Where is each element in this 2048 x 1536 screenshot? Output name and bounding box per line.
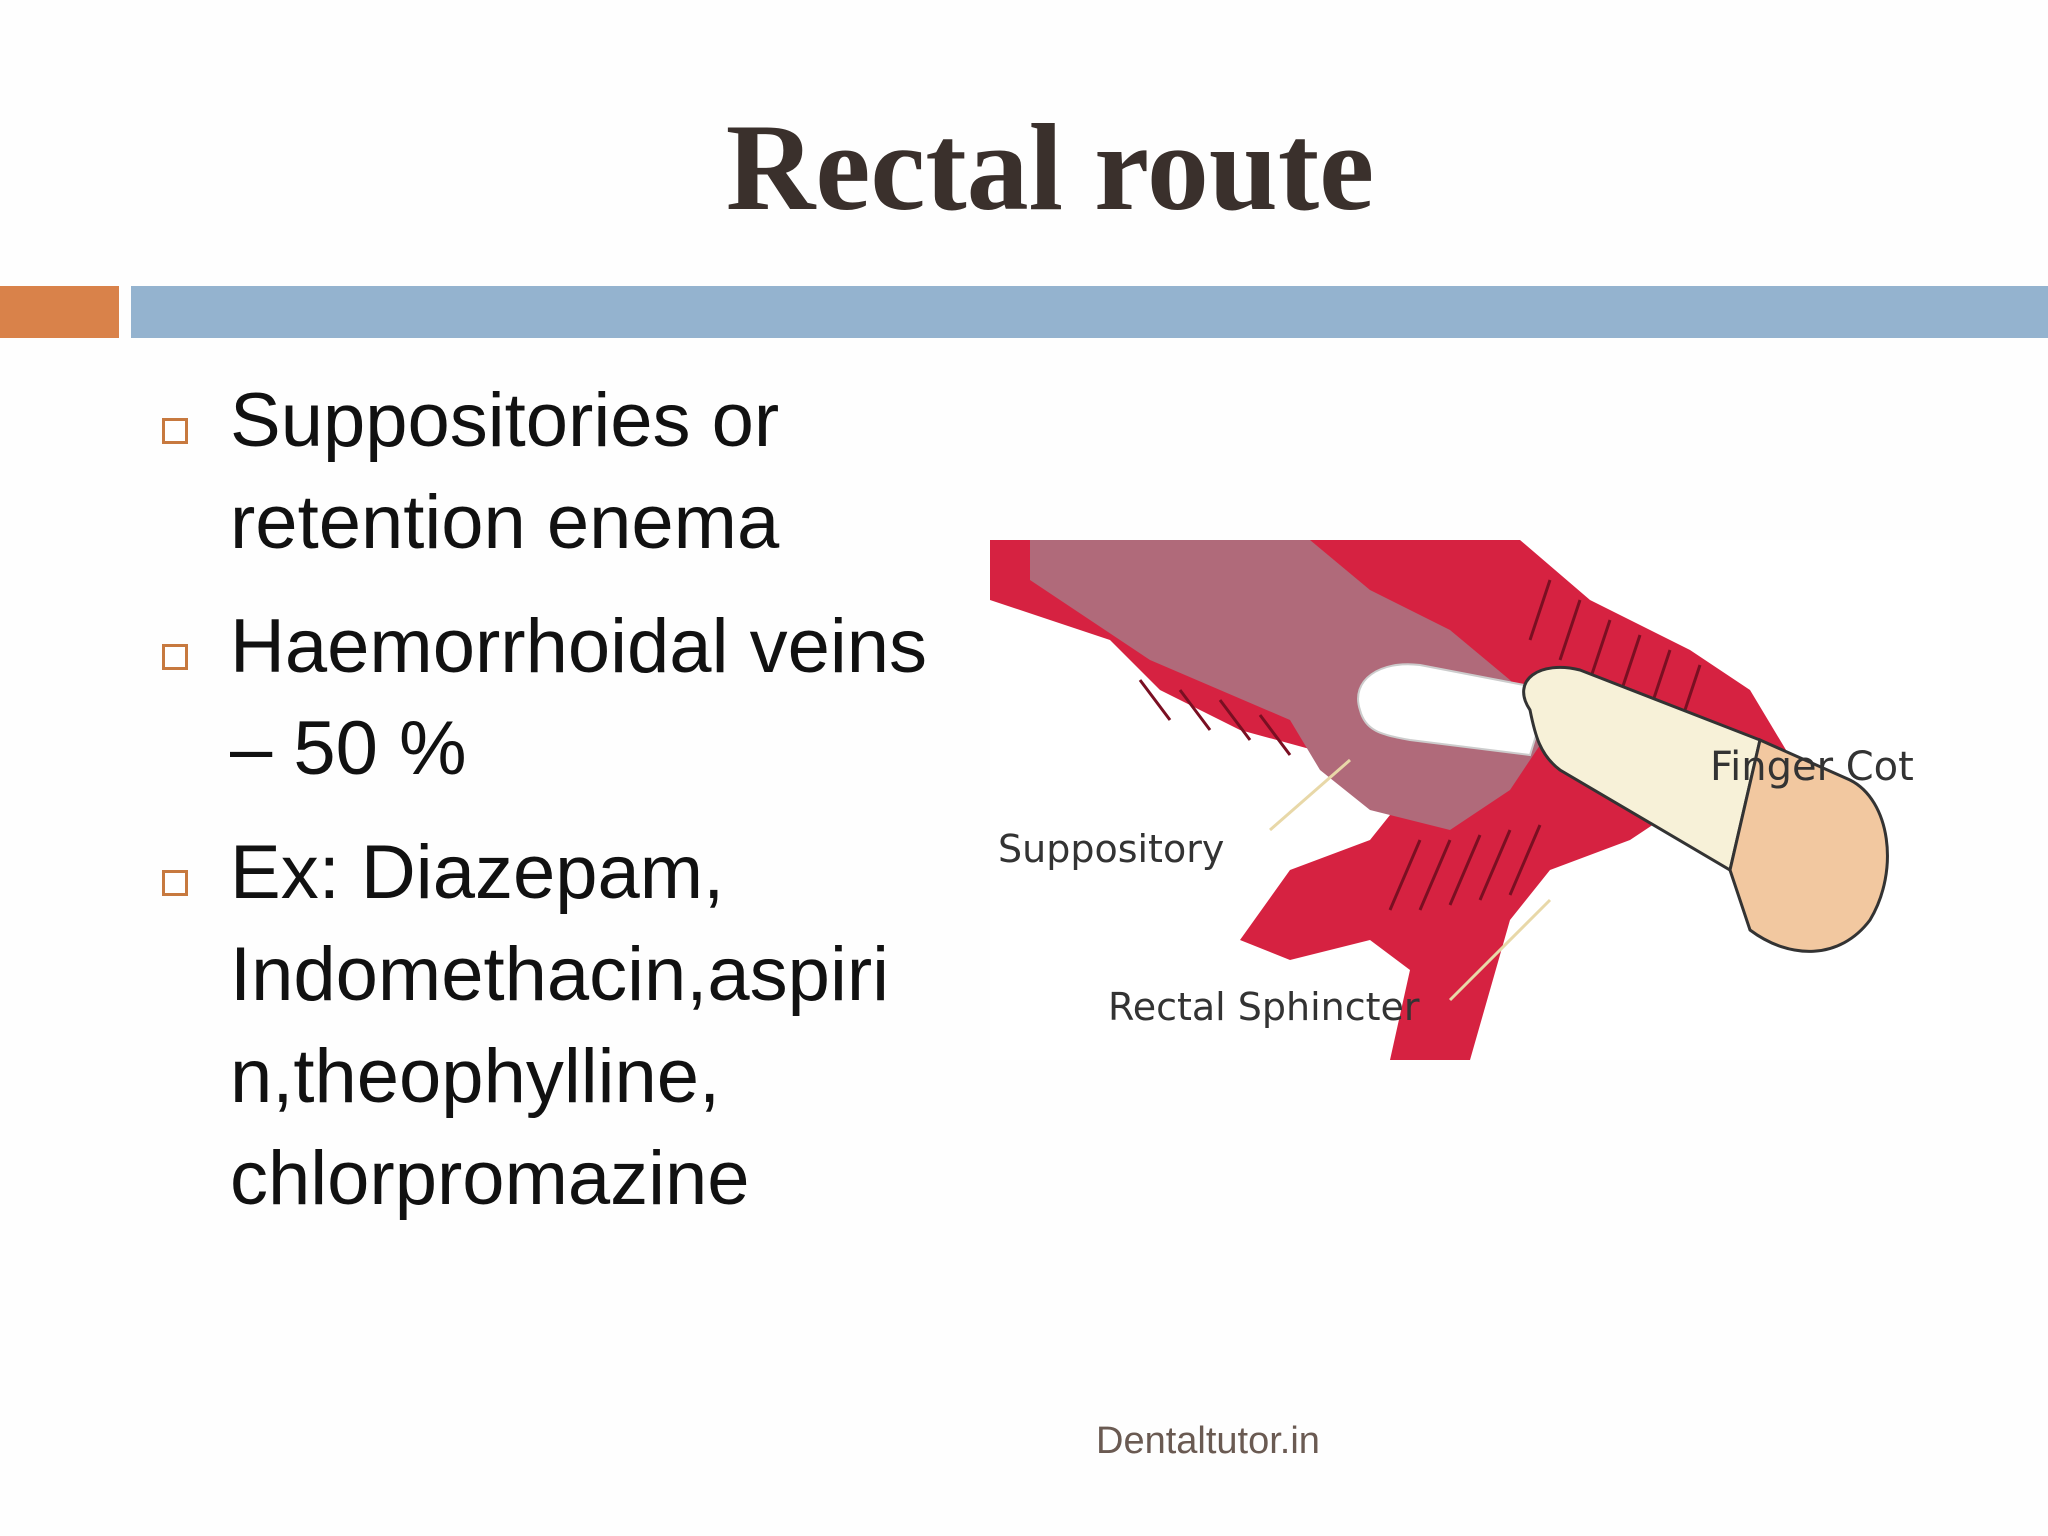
footer-credit: Dentaltutor.in bbox=[1096, 1420, 1320, 1462]
square-bullet-icon bbox=[162, 418, 188, 444]
bullet-line: chlorpromazine bbox=[230, 1136, 750, 1221]
bullet-list: Suppositories or retention enema Haemorr… bbox=[150, 370, 1010, 1252]
suppository-shape bbox=[1357, 663, 1552, 757]
square-bullet-icon bbox=[162, 644, 188, 670]
bullet-item: Suppositories or retention enema bbox=[150, 370, 1010, 574]
bullet-line: Indomethacin,aspiri bbox=[230, 932, 890, 1017]
label-rectal-sphincter: Rectal Sphincter bbox=[1108, 985, 1420, 1029]
bullet-line: Suppositories or bbox=[230, 378, 780, 463]
suppository-diagram: Suppository Finger Cot Rectal Sphincter bbox=[990, 540, 1950, 1060]
bullet-line: – 50 % bbox=[230, 706, 467, 791]
accent-bar-orange bbox=[0, 286, 119, 338]
bullet-line: Ex: Diazepam, bbox=[230, 830, 725, 915]
bullet-item: Ex: Diazepam, Indomethacin,aspiri n,theo… bbox=[150, 822, 1010, 1230]
leader-line bbox=[1448, 898, 1552, 1002]
label-finger-cot: Finger Cot bbox=[1710, 744, 1914, 790]
tissue-striations bbox=[1138, 579, 1702, 911]
label-suppository: Suppository bbox=[998, 827, 1224, 871]
rectal-lumen-shape bbox=[1030, 540, 1550, 830]
accent-bar-blue bbox=[131, 286, 2048, 338]
bullet-item: Haemorrhoidal veins – 50 % bbox=[150, 596, 1010, 800]
finger-shape bbox=[1728, 737, 1889, 953]
slide-title: Rectal route bbox=[725, 99, 1375, 236]
bullet-line: retention enema bbox=[230, 480, 780, 565]
finger-cot-shape bbox=[1522, 665, 1762, 873]
bullet-line: n,theophylline, bbox=[230, 1034, 721, 1119]
square-bullet-icon bbox=[162, 870, 188, 896]
bullet-line: Haemorrhoidal veins bbox=[230, 604, 927, 689]
leader-line bbox=[1269, 758, 1351, 832]
